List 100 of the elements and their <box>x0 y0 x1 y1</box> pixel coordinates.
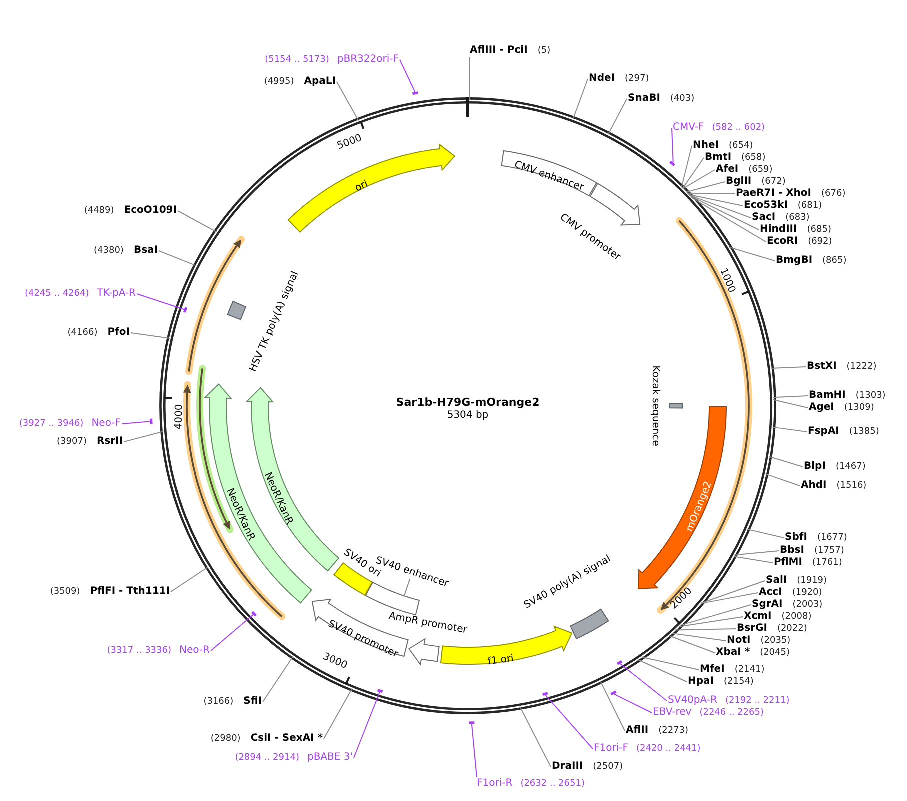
enzyme-name: FspAI <box>808 426 840 438</box>
enzyme-name: ApaLI <box>304 76 336 88</box>
site-position: (4166) <box>68 327 98 339</box>
scale-label: 5000 <box>336 134 364 153</box>
leader-line <box>765 474 800 486</box>
leader-line <box>728 246 776 262</box>
feature-box <box>501 150 598 197</box>
primer-name: TK-pA-R <box>97 288 136 300</box>
enzyme-name: SalI <box>766 575 788 587</box>
primer-position: (3927 .. 3946) <box>19 418 84 430</box>
enzyme-name: BstXI <box>807 361 837 373</box>
sequence-length: 5304 bp <box>447 410 489 422</box>
leader-line <box>768 456 804 468</box>
leader-line <box>608 98 628 136</box>
enzyme-name: HindIII <box>760 224 798 236</box>
site-position: (654) <box>729 140 754 152</box>
site-position: (3509) <box>50 586 80 598</box>
leader-line <box>672 128 674 164</box>
enzyme-name: Eco53kI <box>744 200 788 212</box>
enzyme-name: EcoRI <box>767 236 798 248</box>
enzyme-name: NotI <box>727 635 751 647</box>
leader-line <box>671 632 726 642</box>
leader-line <box>772 426 808 432</box>
enzyme-name: XcmI <box>744 611 772 623</box>
primer-name: F1ori-R <box>477 778 513 790</box>
enzyme-name: XbaI * <box>716 647 750 659</box>
primer-position: (3317 .. 3336) <box>107 645 172 657</box>
primer-position: (4245 .. 4264) <box>24 288 90 300</box>
leader-line <box>572 78 588 120</box>
primer-mark <box>251 611 257 617</box>
map-title: Sar1b-H79G-mOrange2 <box>396 397 540 409</box>
leader-line <box>469 57 470 101</box>
site-position: (2273) <box>658 725 689 737</box>
primer-position: (2192 .. 2211) <box>725 695 790 707</box>
primer-position: (2632 .. 2651) <box>520 778 585 790</box>
site-position: (2035) <box>760 635 791 647</box>
site-position: (2980) <box>210 733 241 745</box>
leader-line <box>733 556 774 564</box>
enzyme-name: SgrAI <box>752 599 783 611</box>
primer-name: SV40pA-R <box>668 695 718 707</box>
enzyme-name: AfeI <box>716 164 739 176</box>
site-position: (692) <box>808 236 832 248</box>
enzyme-name: CsiI - SexAI * <box>250 733 323 745</box>
enzyme-name: PfoI <box>108 327 130 339</box>
enzyme-name: NdeI <box>589 73 616 85</box>
leader-line <box>686 182 726 193</box>
leader-line <box>520 706 552 768</box>
enzyme-name: BamHI <box>809 390 846 402</box>
leader-line <box>136 294 185 310</box>
enzyme-name: AccI <box>759 587 782 599</box>
scale-label: 3000 <box>322 652 350 672</box>
site-position: (685) <box>807 224 832 236</box>
site-position: (1757) <box>814 545 844 557</box>
leader-line <box>124 431 164 442</box>
site-position: (2003) <box>792 599 823 611</box>
enzyme-name: NheI <box>693 140 719 152</box>
scale-label: 1000 <box>718 267 737 295</box>
site-position: (4380) <box>94 245 124 257</box>
primer-position: (5154 .. 5173) <box>265 54 330 66</box>
feature-box <box>570 608 610 640</box>
leader-line <box>404 578 411 596</box>
leader-line <box>770 366 806 369</box>
primer-name: Neo-R <box>180 645 210 657</box>
leader-line <box>688 194 752 218</box>
leader-line <box>637 659 688 682</box>
leader-line <box>689 195 760 230</box>
enzyme-name: BbsI <box>780 545 804 557</box>
primer-mark <box>616 660 623 666</box>
site-position: (1920) <box>792 587 822 599</box>
enzyme-name: AgeI <box>809 402 834 414</box>
leader-line <box>686 192 736 194</box>
enzyme-name: BsrGI <box>737 623 768 635</box>
site-position: (1309) <box>844 402 874 414</box>
feature-label: f1 ori <box>488 653 516 668</box>
primer-mark <box>542 692 548 696</box>
leader-line <box>680 604 752 626</box>
site-position: (2045) <box>760 647 790 659</box>
enzyme-name: PaeR7I - XhoI <box>736 188 812 200</box>
enzyme-name: SfiI <box>244 696 262 708</box>
site-position: (1222) <box>846 361 877 373</box>
enzyme-name: AhdI <box>801 480 827 492</box>
primer-mark <box>670 161 676 167</box>
leader-line <box>700 592 758 604</box>
leader-line <box>734 550 780 556</box>
feature-block <box>590 183 641 226</box>
leader-line <box>682 158 704 190</box>
leader-line <box>746 528 784 538</box>
feature-label: ori <box>353 178 370 195</box>
primer-position: (582 .. 602) <box>712 122 766 134</box>
site-position: (1516) <box>836 480 867 492</box>
primer-name: Neo-F <box>92 418 121 430</box>
leader-line <box>690 197 766 242</box>
primer-mark <box>412 92 418 96</box>
site-position: (297) <box>625 73 650 85</box>
feature-block <box>204 383 312 604</box>
primer-name: F1ori-F <box>594 743 628 755</box>
site-position: (1467) <box>836 461 866 473</box>
leader-line <box>688 194 744 206</box>
leader-line <box>170 566 209 592</box>
enzyme-name: SbfI <box>785 532 808 544</box>
